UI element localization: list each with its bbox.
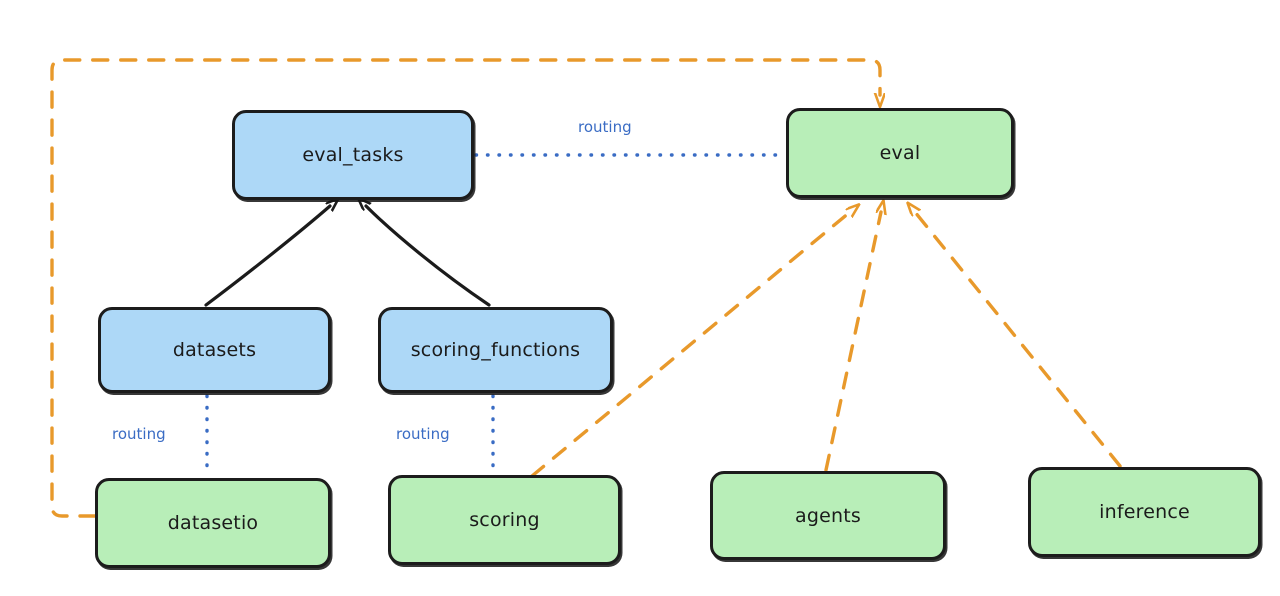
edge-scoring-functions-to-eval-tasks [366,206,491,307]
node-eval[interactable]: eval [786,108,1014,198]
node-datasets[interactable]: datasets [98,307,331,393]
edge-agents-to-eval-dependency [824,212,881,472]
edge-inference-to-eval-dependency [915,212,1122,468]
node-eval-label: eval [879,142,921,164]
node-scoring-functions-label: scoring_functions [410,339,581,361]
node-scoring-label: scoring [469,509,540,531]
node-datasetio-label: datasetio [167,512,259,534]
node-inference[interactable]: inference [1028,467,1261,557]
node-scoring-functions[interactable]: scoring_functions [378,307,613,393]
edge-datasets-to-eval-tasks [204,206,330,307]
edge-label-routing-eval: routing [578,118,632,136]
node-datasets-label: datasets [172,339,257,361]
node-agents-label: agents [795,504,861,527]
node-eval-tasks[interactable]: eval_tasks [232,110,474,200]
edge-label-routing-datasets: routing [112,425,166,443]
node-scoring[interactable]: scoring [388,475,621,565]
edge-datasetio-to-eval-dependency [50,58,880,518]
edge-label-routing-scoring: routing [396,425,450,443]
node-datasetio[interactable]: datasetio [95,478,331,568]
node-inference-label: inference [1099,501,1190,523]
node-eval-tasks-label: eval_tasks [302,144,404,166]
node-agents[interactable]: agents [710,471,946,560]
edge-scoring-to-eval-dependency [530,212,850,478]
